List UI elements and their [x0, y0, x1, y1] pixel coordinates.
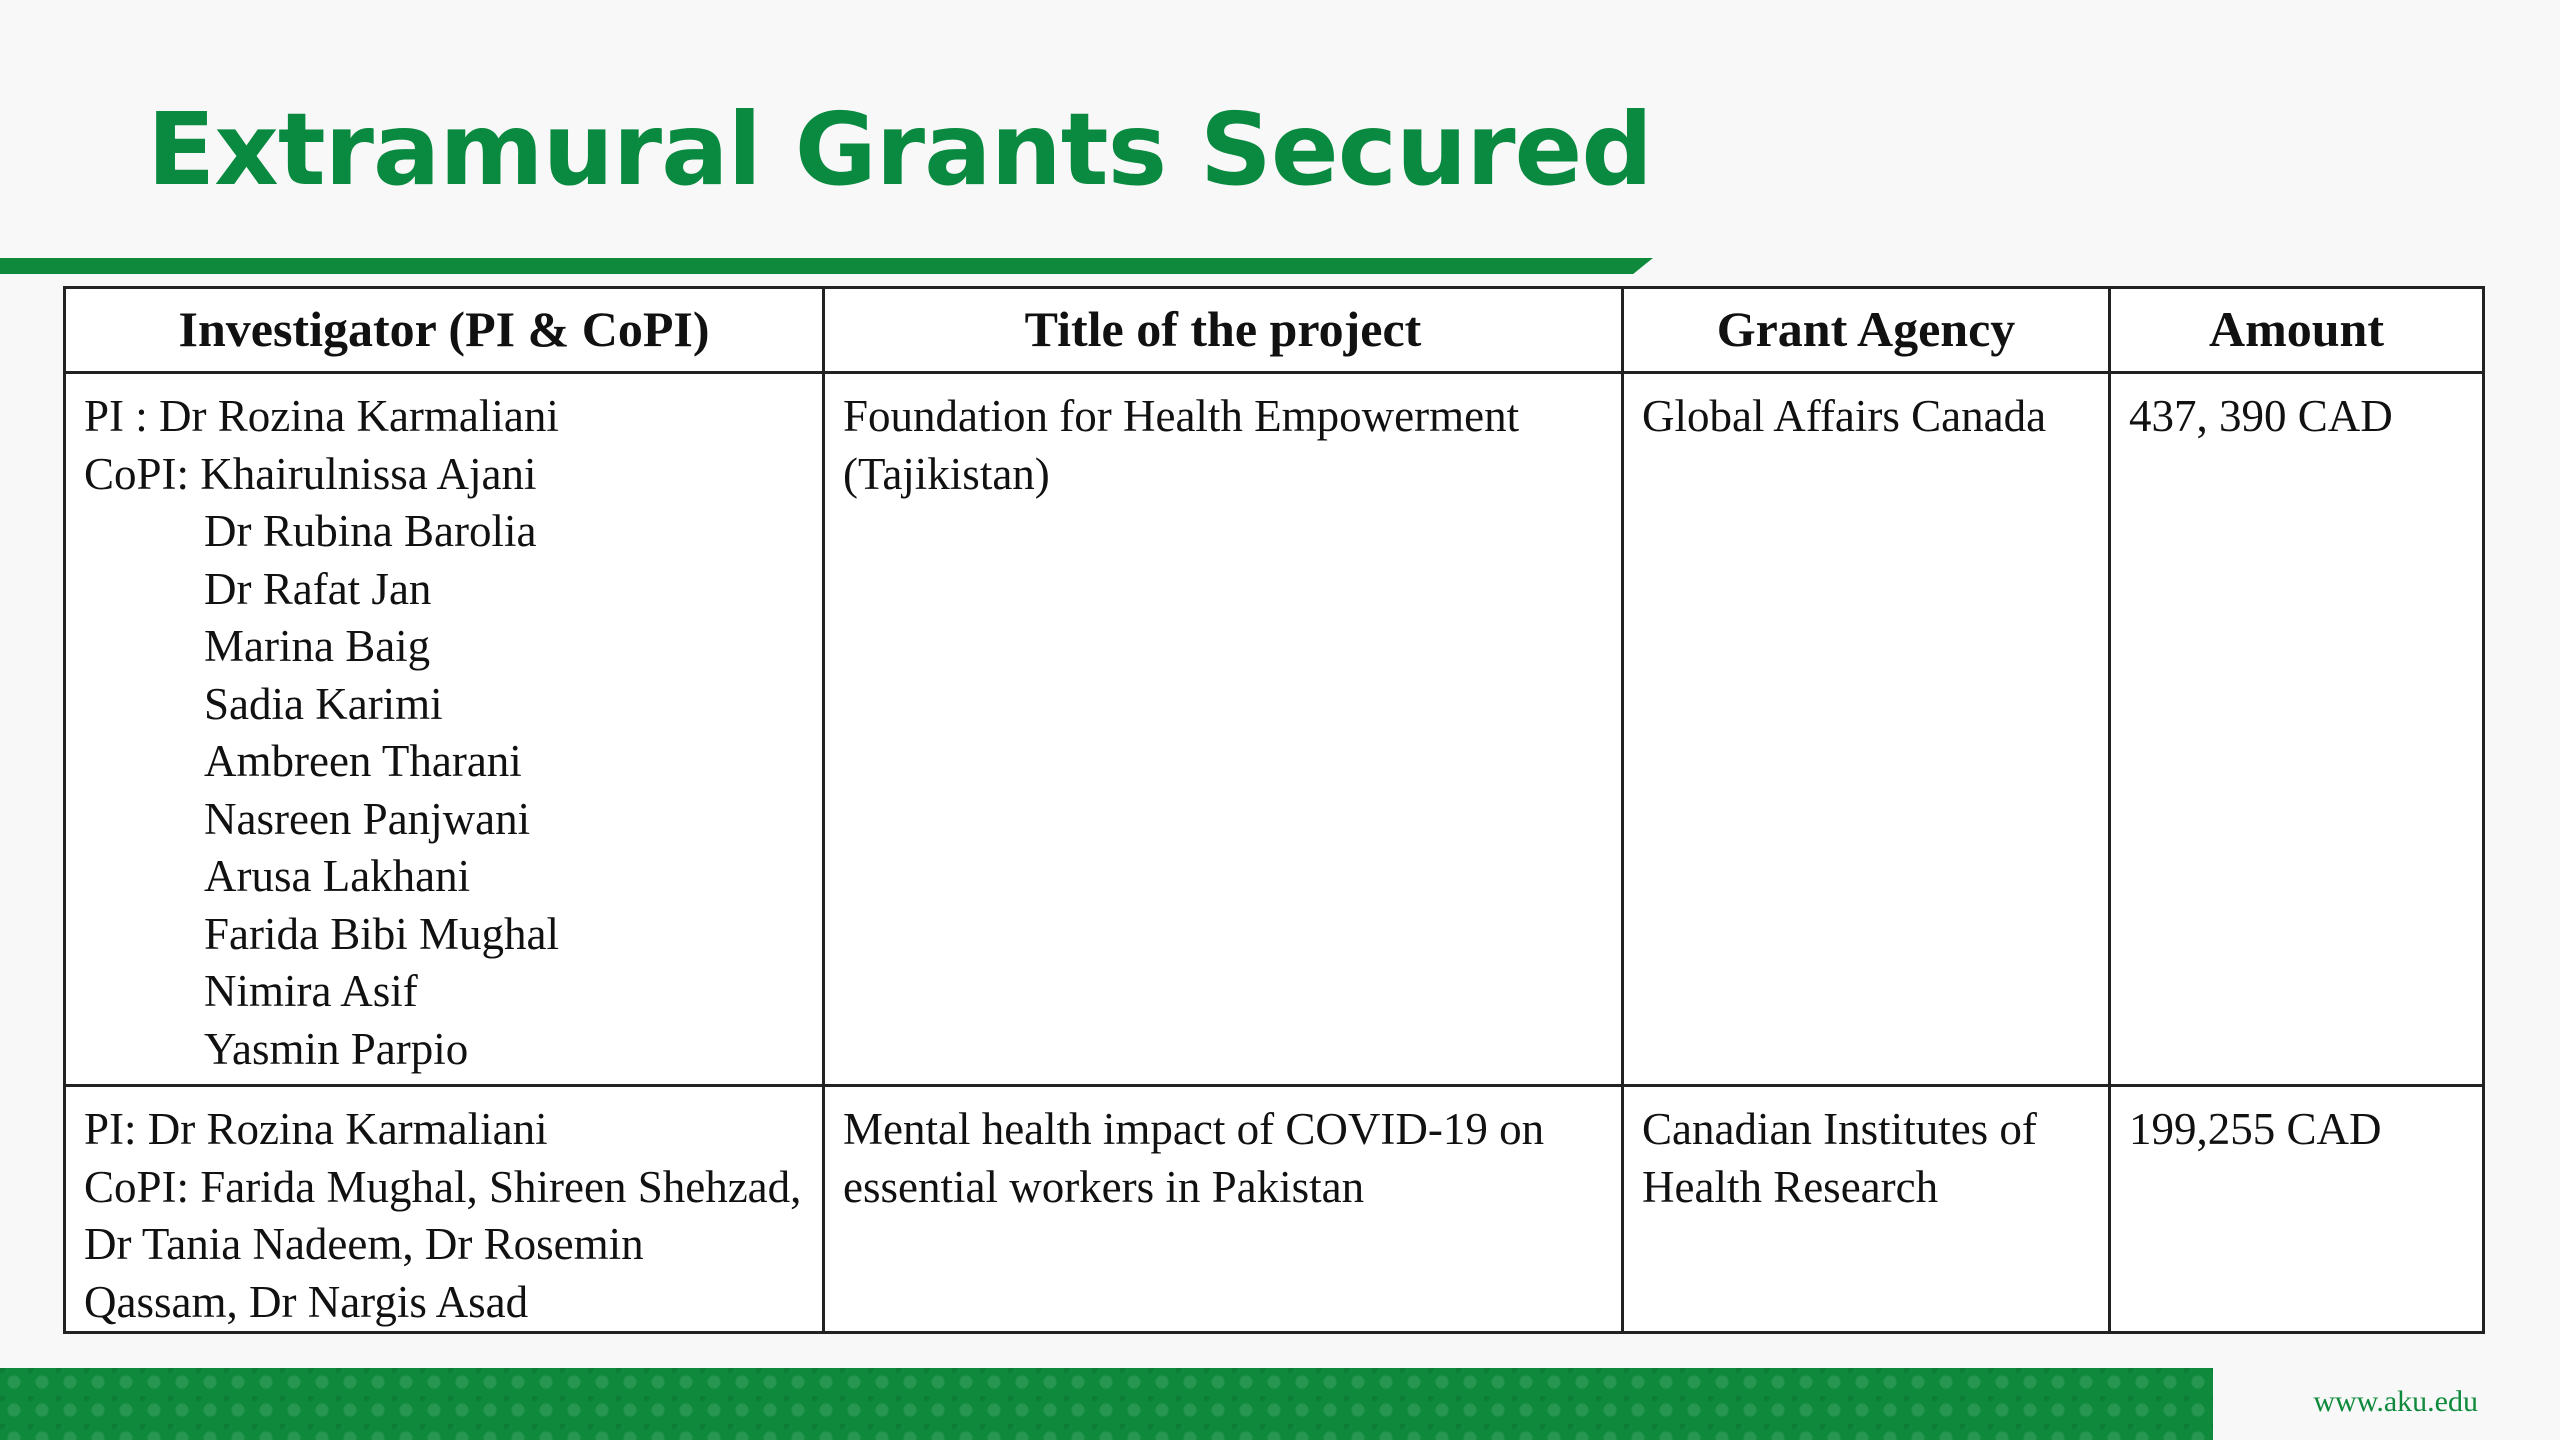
copi-name: Nasreen Panjwani: [204, 793, 531, 844]
grant-agency: Global Affairs Canada: [1642, 391, 2047, 441]
grants-table: Investigator (PI & CoPI) Title of the pr…: [63, 286, 2485, 1334]
copi-name: Yasmin Parpio: [204, 1023, 469, 1074]
copi-name: Nimira Asif: [204, 966, 418, 1016]
copi-name: Marina Baig: [204, 621, 431, 671]
header-investigator: Investigator (PI & CoPI): [63, 286, 825, 374]
amount-cell: 199,255 CAD: [2108, 1084, 2485, 1334]
grant-agency-cell: Canadian Institutes of Health Research: [1621, 1084, 2111, 1334]
grant-amount: 437, 390 CAD: [2129, 391, 2393, 441]
footer-pattern-band: [0, 1368, 2213, 1440]
slide-title: Extramural Grants Secured: [147, 91, 1653, 208]
table-row: PI: Dr Rozina Karmaliani CoPI: Farida Mu…: [63, 1084, 2485, 1334]
amount-cell: 437, 390 CAD: [2108, 371, 2485, 1087]
copi-name: Ambreen Tharani: [204, 736, 522, 786]
investigator-cell: PI : Dr Rozina Karmaliani CoPI: Khairuln…: [63, 371, 825, 1087]
grant-agency: Canadian Institutes of Health Research: [1642, 1104, 2037, 1212]
copi-name: Farida Bibi Mughal: [204, 908, 559, 959]
project-title-cell: Foundation for Health Empowerment (Tajik…: [822, 371, 1624, 1087]
copi-name: Sadia Karimi: [204, 678, 443, 729]
project-title-cell: Mental health impact of COVID-19 on esse…: [822, 1084, 1624, 1334]
pi-name: PI : Dr Rozina Karmaliani: [84, 391, 559, 441]
copi-names: CoPI: Farida Mughal, Shireen Shehzad, Dr…: [84, 1161, 802, 1327]
grant-amount: 199,255 CAD: [2129, 1104, 2382, 1154]
table-row: PI : Dr Rozina Karmaliani CoPI: Khairuln…: [63, 371, 2485, 1087]
investigator-cell: PI: Dr Rozina Karmaliani CoPI: Farida Mu…: [63, 1084, 825, 1334]
pi-name: PI: Dr Rozina Karmaliani: [84, 1104, 548, 1154]
project-title: Foundation for Health Empowerment (Tajik…: [843, 391, 1520, 499]
header-grant-agency: Grant Agency: [1621, 286, 2111, 374]
project-title: Mental health impact of COVID-19 on esse…: [843, 1104, 1545, 1212]
header-amount: Amount: [2108, 286, 2485, 374]
copi-lead: CoPI: Khairulnissa Ajani: [84, 448, 537, 499]
copi-name: Arusa Lakhani: [204, 851, 471, 901]
title-underline: [0, 258, 1653, 274]
grant-agency-cell: Global Affairs Canada: [1621, 371, 2111, 1087]
copi-name: Dr Rubina Barolia: [204, 506, 537, 556]
footer-url: www.aku.edu: [2313, 1385, 2478, 1418]
copi-name: Dr Rafat Jan: [204, 563, 432, 614]
table-header-row: Investigator (PI & CoPI) Title of the pr…: [63, 286, 2485, 374]
header-project-title: Title of the project: [822, 286, 1624, 374]
